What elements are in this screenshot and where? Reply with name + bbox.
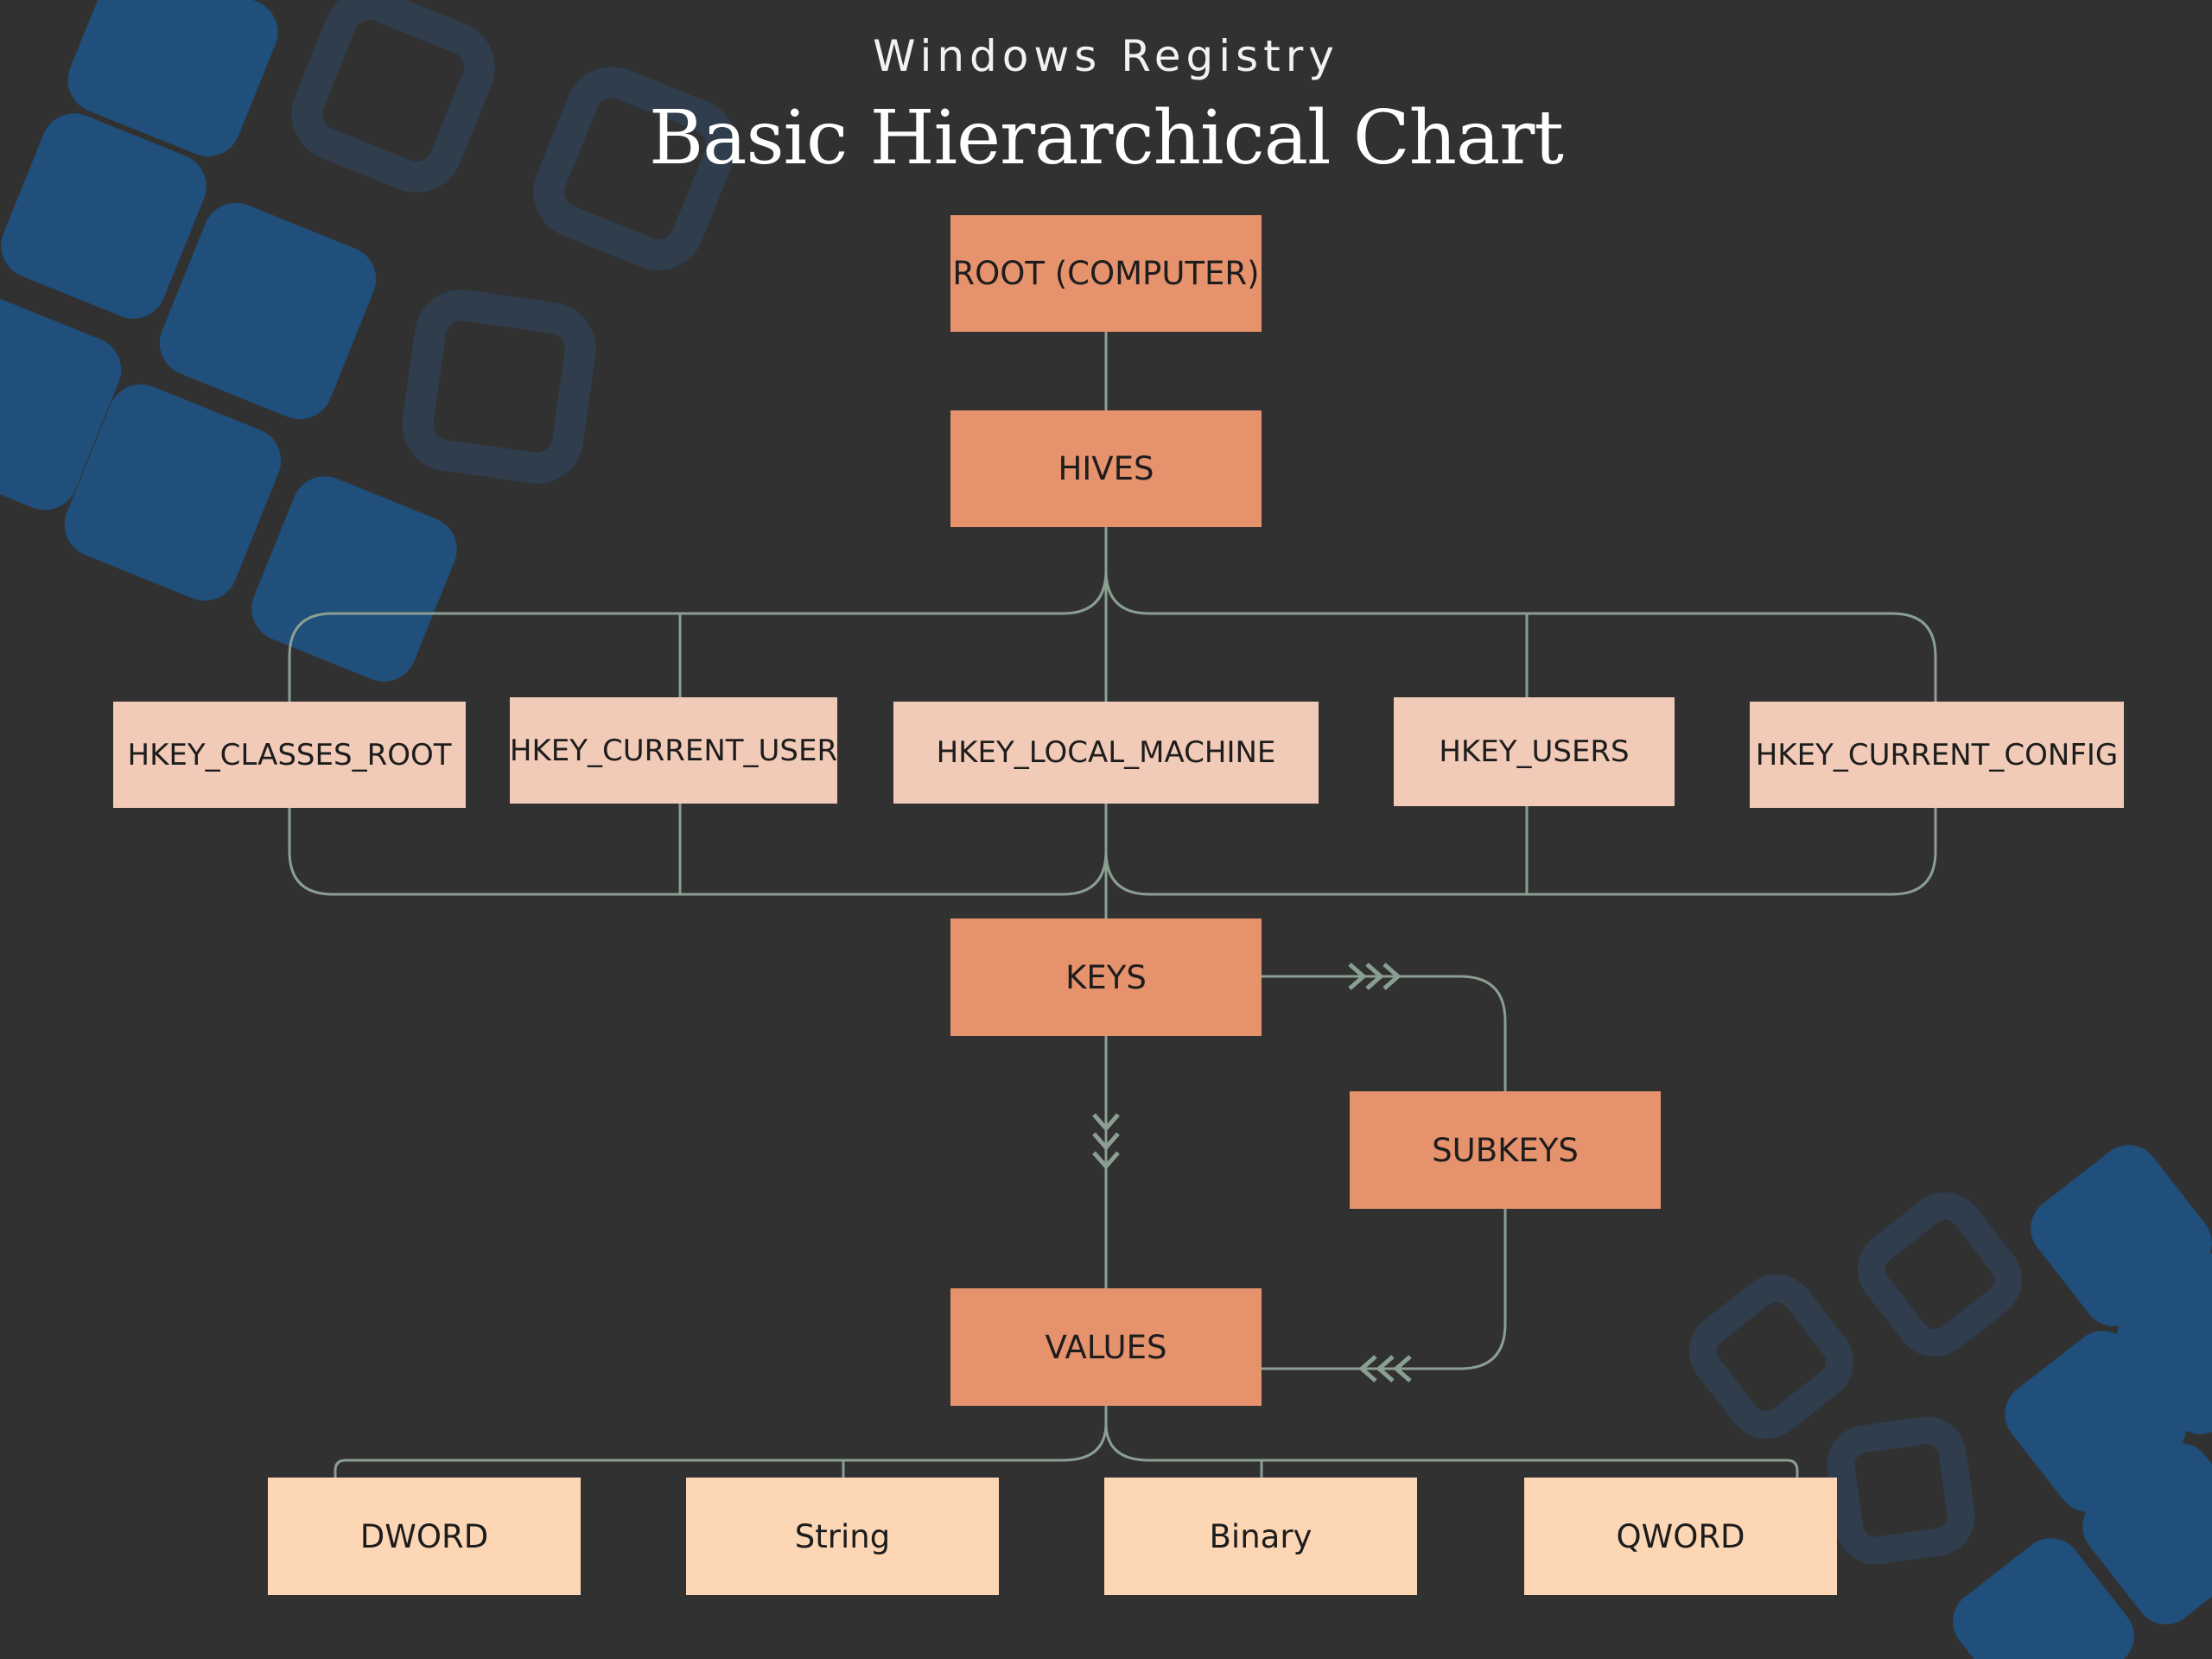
node-keys: KEYS	[950, 918, 1262, 1036]
node-values: VALUES	[950, 1288, 1262, 1406]
chevron-arrows-left-icon	[1358, 1355, 1412, 1382]
node-hkey-current-config: HKEY_CURRENT_CONFIG	[1750, 702, 2124, 808]
node-subkeys: SUBKEYS	[1350, 1091, 1661, 1209]
node-hkey-classes-root: HKEY_CLASSES_ROOT	[113, 702, 466, 808]
node-string: String	[686, 1478, 999, 1595]
node-hives: HIVES	[950, 410, 1262, 527]
node-dword: DWORD	[268, 1478, 581, 1595]
node-hkey-local-machine: HKEY_LOCAL_MACHINE	[893, 702, 1319, 804]
connector-hives-merge	[288, 804, 1937, 918]
diagram-subtitle: Windows Registry	[873, 31, 1339, 81]
node-qword: QWORD	[1524, 1478, 1837, 1595]
chevron-arrows-right-icon	[1348, 963, 1402, 990]
node-binary: Binary	[1104, 1478, 1417, 1595]
connector-values-branch	[334, 1406, 1799, 1478]
decor-tiles-top-left	[0, 0, 737, 682]
diagram-title: Basic Hierarchical Chart	[649, 95, 1564, 181]
connector-keys-subkeys	[1262, 975, 1507, 1091]
node-hkey-current-user: HKEY_CURRENT_USER	[510, 697, 837, 804]
connector-subkeys-values	[1262, 1209, 1507, 1370]
decor-tiles-bottom-right	[1688, 1145, 2212, 1659]
chevron-arrows-down-icon	[1092, 1113, 1120, 1170]
connector-hives-branch	[288, 527, 1937, 702]
node-hkey-users: HKEY_USERS	[1394, 697, 1675, 806]
node-root: ROOT (COMPUTER)	[950, 215, 1262, 332]
